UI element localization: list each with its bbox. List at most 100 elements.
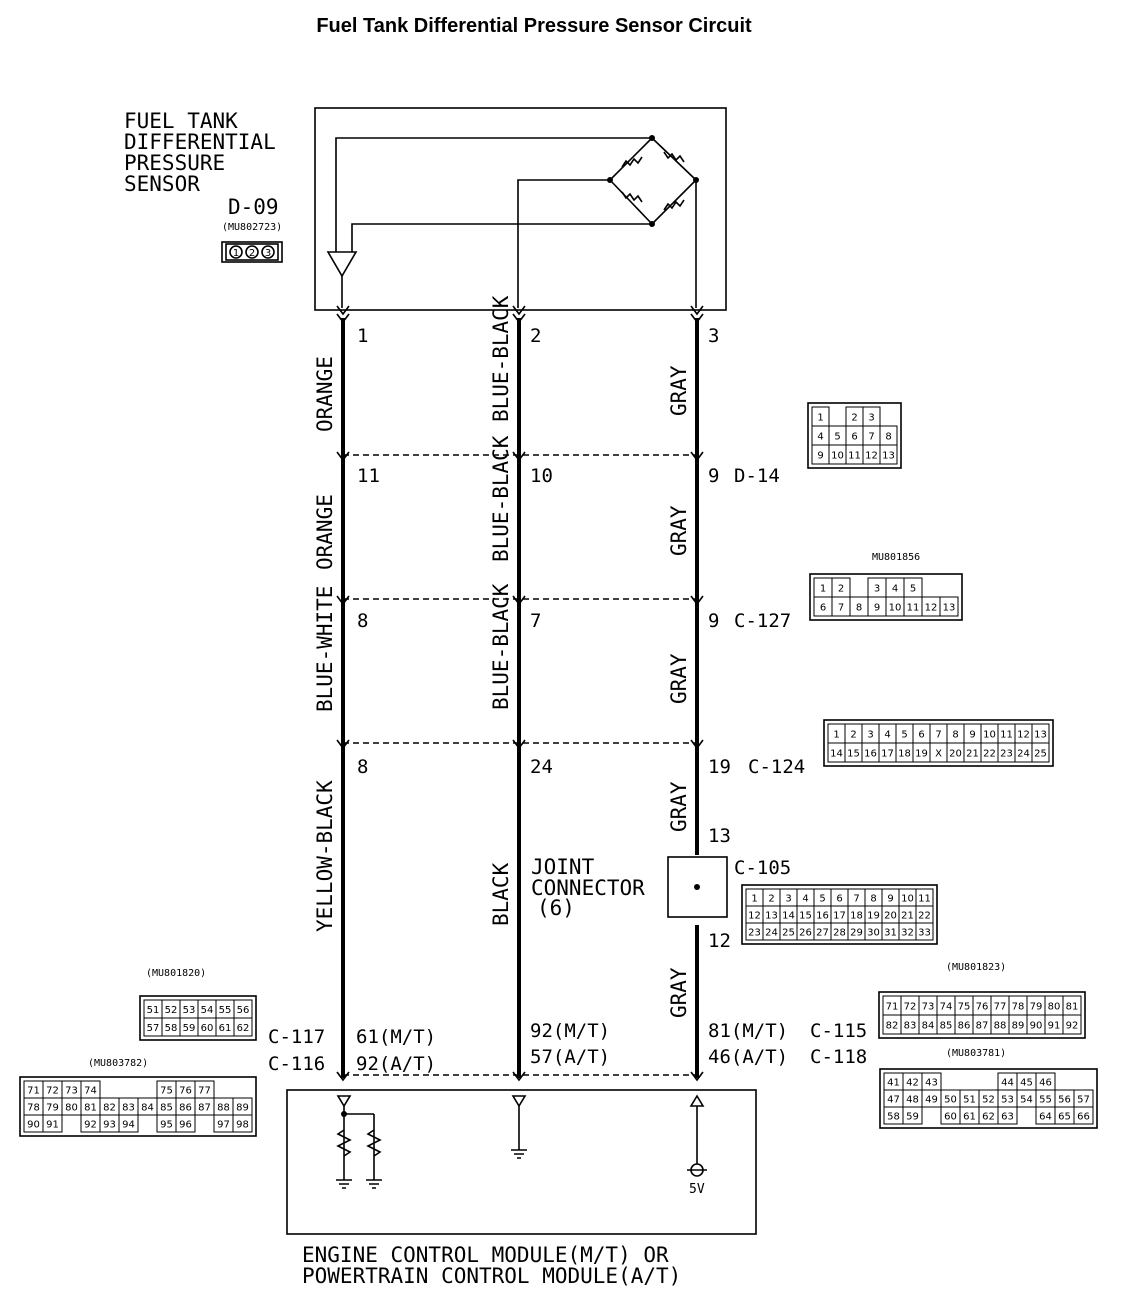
connector-cavity-number: 91 (1048, 1021, 1061, 1032)
connector-cavity-number: 5 (901, 730, 907, 741)
connector-cavity-number: 73 (922, 1002, 935, 1013)
connector-cavity-number: 25 (1034, 749, 1047, 760)
part-number-c115: (MU801823) (946, 962, 1006, 973)
connector-housing (19, 1076, 257, 1137)
connector-cavity-number: 19 (867, 911, 880, 922)
connector-cavity (119, 1081, 138, 1098)
connector-cavity-number: 15 (799, 911, 812, 922)
joint-connector-box (667, 856, 728, 918)
connector-cavity-number: 53 (183, 1005, 196, 1016)
connector-cavity-number: 51 (963, 1095, 976, 1106)
pin-label: 19 (708, 756, 731, 778)
connector-cavity-number: 75 (160, 1086, 173, 1097)
connector-cavity-number: 16 (864, 749, 877, 760)
connector-cavity-number: 52 (982, 1095, 995, 1106)
d09-pin-2: 2 (249, 248, 255, 259)
connector-cavity-number: 7 (935, 730, 941, 741)
ground-triangle-icon (326, 251, 358, 278)
connector-cavity-number: 45 (1020, 1078, 1033, 1089)
connector-cavity-number: 90 (27, 1120, 40, 1131)
connector-cavity-number: 9 (887, 894, 893, 905)
connector-cavity-number: 60 (201, 1023, 214, 1034)
pin-label: 7 (530, 610, 541, 632)
connector-cavity-number: 57 (147, 1023, 160, 1034)
sensor-name-line-1: FUEL TANK (124, 109, 238, 133)
wire-color-label: ORANGE (313, 494, 337, 570)
connector-cavity-number: 84 (922, 1021, 935, 1032)
connector-cavity-number: 86 (179, 1103, 192, 1114)
connector-cavity-number: 64 (1039, 1112, 1052, 1123)
connector-cavity-number: 91 (46, 1120, 59, 1131)
pin-label: 8 (357, 610, 368, 632)
connector-cavity-number: 1 (751, 894, 757, 905)
connector-cavity-number: 81 (1066, 1002, 1079, 1013)
ecm-name-line-1: ENGINE CONTROL MODULE(M/T) OR (302, 1243, 669, 1267)
connector-cavity-number: 10 (889, 603, 902, 614)
connector-cavity-number: 43 (925, 1078, 938, 1089)
connector-cavity (42, 1114, 63, 1133)
connector-cavity-number: 79 (46, 1103, 59, 1114)
connector-cavity-number: 33 (918, 928, 931, 939)
ecm-pin-mid-at: 57(A/T) (530, 1046, 610, 1068)
connector-cavity-number: 3 (867, 730, 873, 741)
connector-cavity-number: 18 (898, 749, 911, 760)
connector-label-c127: C-127 (734, 610, 791, 632)
connector-cavity-number: 8 (885, 432, 891, 443)
connector-cavity-number: 11 (907, 603, 920, 614)
connector-cavity-number: 88 (994, 1021, 1007, 1032)
wire-color-label: BLUE-WHITE (313, 586, 337, 712)
connector-cavity-number: 2 (850, 730, 856, 741)
sensor-part-number: (MU802723) (222, 222, 282, 233)
connector-cavity-number: 77 (994, 1002, 1007, 1013)
connector-label-c115: C-115 (810, 1020, 867, 1042)
connector-cavity (100, 1081, 119, 1098)
connector-cavity-number: 13 (1034, 730, 1047, 741)
connector-cavity-number: 75 (958, 1002, 971, 1013)
connector-cavity-number: 56 (237, 1005, 250, 1016)
connector-cavity-number: 74 (940, 1002, 953, 1013)
ecm-pin-left-at: 92(A/T) (356, 1053, 436, 1075)
sensor-connector-id: D-09 (228, 195, 279, 219)
connector-housing (878, 991, 1086, 1039)
connector-cavity-number: 30 (867, 928, 880, 939)
connector-cavity-number: 79 (1030, 1002, 1043, 1013)
connector-cavity-number: 71 (886, 1002, 899, 1013)
connector-cavity-number: 6 (820, 603, 826, 614)
connector-cavity-number: 55 (219, 1005, 232, 1016)
pin-label: 9 (708, 465, 719, 487)
connector-cavity-number: 14 (830, 749, 843, 760)
connector-cavity-number: 83 (122, 1103, 135, 1114)
connector-housing (807, 402, 902, 469)
connector-cavity-number: 81 (84, 1103, 97, 1114)
connector-cavity-number: 78 (1012, 1002, 1025, 1013)
ecm-pin-mid-mt: 92(M/T) (530, 1020, 610, 1042)
connector-cavity (233, 1017, 253, 1037)
connector-cavity-number: 2 (851, 413, 857, 424)
connector-cavity-number: 21 (901, 911, 914, 922)
connector-cavity-number: 17 (833, 911, 846, 922)
part-number-c117: (MU801820) (146, 968, 206, 979)
resistor-icon (621, 191, 643, 203)
connector-cavity-number: 76 (976, 1002, 989, 1013)
connector-cavity-number: 26 (799, 928, 812, 939)
terminal-triangle-icon (336, 1095, 352, 1108)
connector-cavity-number: 49 (925, 1095, 938, 1106)
connector-cavity (939, 596, 959, 617)
wire-color-label: GRAY (667, 781, 691, 832)
connector-cavity-number: 83 (904, 1021, 917, 1032)
connector-cavity-number: 2 (838, 584, 844, 595)
connector-cavity-number: 93 (103, 1120, 116, 1131)
connector-cavity (1073, 1106, 1094, 1125)
connector-cavity-number: 80 (65, 1103, 78, 1114)
connector-cavity-number: 86 (958, 1021, 971, 1032)
d09-pin-3: 3 (265, 248, 271, 259)
connector-cavity-number: 73 (65, 1086, 78, 1097)
connector-cavity-number: 55 (1039, 1095, 1052, 1106)
connector-cavity-number: 2 (768, 894, 774, 905)
connector-cavity (979, 1073, 998, 1090)
ground-icon (366, 1179, 382, 1189)
